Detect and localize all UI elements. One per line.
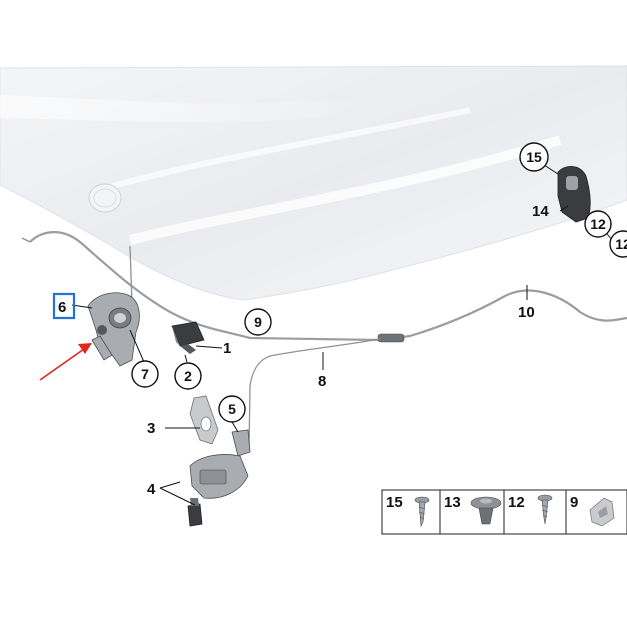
tapping-screw-icon: [537, 494, 553, 525]
bowden-cables: [21, 231, 627, 451]
callout-1: 1: [223, 340, 231, 357]
callout-7: 7: [141, 366, 149, 382]
lower-lock-assembly: [187, 429, 251, 527]
callout-8: 8: [318, 373, 326, 390]
legend-num-9: 9: [570, 494, 578, 511]
callout-10: 10: [518, 304, 535, 321]
callout-6: 6: [58, 299, 66, 316]
highlight-box: [52, 292, 76, 320]
red-arrow: [39, 343, 92, 381]
callout-9: 9: [254, 314, 262, 330]
callout-14: 14: [532, 203, 549, 220]
legend-num-15: 15: [386, 494, 403, 511]
hood-lock-part: [87, 292, 140, 367]
callout-2: 2: [184, 368, 192, 384]
cable-holder-icon: [589, 497, 615, 527]
bracket-part: [189, 395, 219, 445]
legend-num-12: 12: [508, 494, 525, 511]
callout-15: 15: [526, 149, 542, 165]
fastener-legend: 15 13 12 9: [381, 489, 627, 535]
hood-panel: [0, 65, 627, 301]
callout-5: 5: [228, 401, 236, 417]
legend-num-13: 13: [444, 494, 461, 511]
screw-icon: [414, 496, 430, 528]
callout-4: 4: [147, 481, 156, 498]
expanding-rivet-icon: [470, 496, 502, 525]
clip-part-14: [557, 166, 591, 223]
release-switch-part: [171, 321, 205, 354]
callout-3: 3: [147, 420, 155, 437]
callout-12: 12: [590, 216, 606, 232]
callouts: 6 7 1 2 9 8 10 3 5 4 15 14 12 12: [58, 142, 627, 498]
callout-12-partial: 12: [615, 236, 627, 252]
